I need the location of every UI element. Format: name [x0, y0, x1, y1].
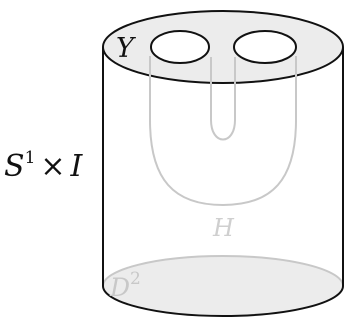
label-d2: D2	[109, 269, 141, 302]
top-disk	[102, 10, 344, 84]
top-hole-left	[150, 30, 210, 64]
label-d2-exponent: 2	[130, 269, 141, 289]
label-s1xi-times: ×	[40, 149, 65, 184]
bottom-disk-fill	[103, 256, 343, 316]
label-d2-base: D	[109, 273, 130, 302]
handle-outer-curve	[149, 56, 297, 207]
label-y: Y	[116, 33, 136, 64]
label-s1xi-interval: I	[70, 149, 84, 184]
label-s1xi-exponent: 1	[25, 148, 36, 168]
bottom-disk-back-rim	[102, 255, 344, 287]
bottom-disk-front-rim	[102, 285, 344, 317]
top-hole-right	[233, 30, 297, 64]
handle-inner-curve	[210, 57, 236, 141]
label-s1xi: S1×I	[4, 148, 84, 184]
label-s1xi-base: S	[4, 149, 25, 184]
label-h: H	[212, 214, 235, 242]
